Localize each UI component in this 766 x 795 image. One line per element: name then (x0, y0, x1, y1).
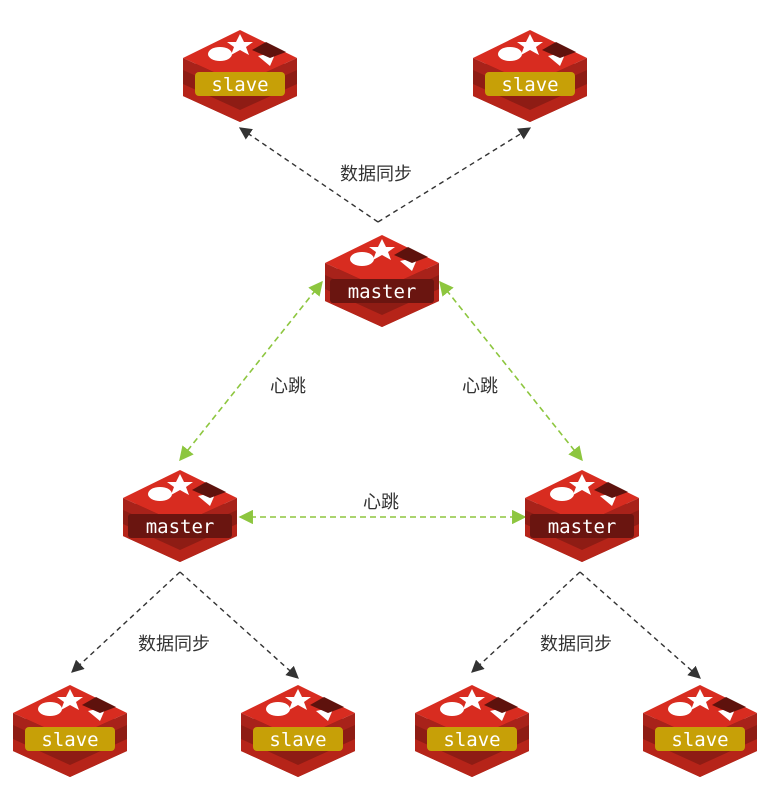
node-bottom-slave-2: slave (241, 685, 355, 777)
sync-arrow-right-slave3 (471, 571, 581, 673)
sync-label-bottom-left: 数据同步 (138, 634, 210, 655)
role-label: slave (501, 74, 558, 96)
role-badge (128, 514, 232, 538)
node-right-master: master (525, 470, 639, 562)
sync-label-bottom-right: 数据同步 (540, 634, 612, 655)
node-top-slave-right: slave (473, 30, 587, 122)
node-top-slave-left: slave (183, 30, 297, 122)
sync-arrow-right-slave4 (579, 571, 701, 679)
node-bottom-slave-3: slave (415, 685, 529, 777)
sync-arrows (71, 127, 701, 679)
role-label: slave (211, 74, 268, 96)
sync-arrow-left-slave1 (71, 571, 181, 673)
heartbeat-arrow-top-left (179, 280, 323, 462)
role-badge (530, 514, 634, 538)
role-badge (427, 727, 517, 751)
role-label: slave (443, 729, 500, 751)
sync-arrow-top-left (238, 127, 379, 223)
role-badge (330, 279, 434, 303)
heartbeat-label-right: 心跳 (462, 376, 498, 397)
role-badge (195, 72, 285, 96)
role-label: slave (41, 729, 98, 751)
node-bottom-slave-1: slave (13, 685, 127, 777)
node-bottom-slave-4: slave (643, 685, 757, 777)
heartbeat-arrow-top-right (439, 280, 583, 462)
role-label: master (348, 281, 417, 303)
heartbeat-label-left: 心跳 (270, 376, 306, 397)
role-badge (655, 727, 745, 751)
node-left-master: master (123, 470, 237, 562)
sync-label-top: 数据同步 (340, 164, 412, 185)
role-label: slave (269, 729, 326, 751)
sync-arrow-top-right (377, 127, 532, 223)
role-badge (253, 727, 343, 751)
role-label: master (146, 516, 215, 538)
heartbeat-arrows (179, 280, 583, 525)
heartbeat-label-middle: 心跳 (363, 492, 399, 513)
role-label: slave (671, 729, 728, 751)
sync-arrow-left-slave2 (179, 571, 299, 679)
role-badge (25, 727, 115, 751)
redis-cube-icon (183, 30, 297, 122)
role-label: master (548, 516, 617, 538)
node-top-master: master (325, 235, 439, 327)
role-badge (485, 72, 575, 96)
